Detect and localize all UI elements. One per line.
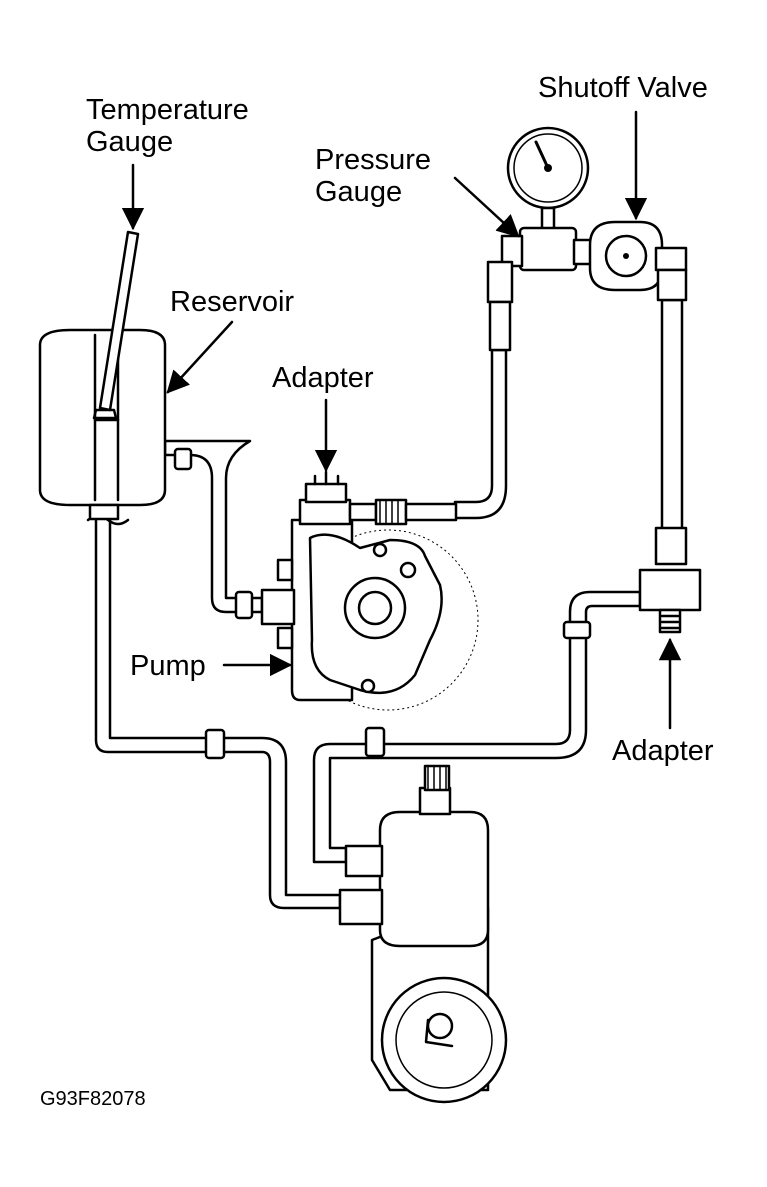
leader-arrows (121, 110, 682, 730)
temperature-gauge-label-line1: Temperature (86, 94, 249, 126)
reservoir-label: Reservoir (170, 286, 295, 318)
reservoir (38, 328, 167, 521)
temperature-gauge-probe (92, 230, 140, 420)
shutoff-valve-label: Shutoff Valve (538, 72, 708, 104)
shutoff-valve (588, 220, 688, 302)
pressure-gauge-arrow (453, 176, 520, 238)
figure-code: G93F82078 (40, 1088, 146, 1110)
pressure-gauge-label: Pressure Gauge (315, 144, 431, 208)
pressure-gauge-label-line1: Pressure (315, 144, 432, 176)
pump-label: Pump (130, 650, 206, 682)
pressure-hose-to-gauge (453, 348, 508, 520)
return-hose (94, 504, 342, 910)
pressure-gauge-label-line2: Gauge (315, 176, 403, 208)
temperature-gauge-label: Temperature Gauge (86, 94, 249, 158)
valve-to-adapter-hose (660, 298, 684, 562)
temperature-gauge-label-line2: Gauge (86, 126, 174, 158)
steering-gear (338, 764, 508, 1104)
adapter-bottom-label: Adapter (612, 735, 714, 767)
reservoir-arrow (166, 320, 234, 394)
pressure-gauge (486, 126, 594, 352)
hose-clamps (86, 447, 592, 760)
hoses (94, 298, 684, 910)
bottom-adapter (638, 526, 702, 634)
pump (260, 470, 479, 711)
adapter-top-label: Adapter (272, 362, 374, 394)
